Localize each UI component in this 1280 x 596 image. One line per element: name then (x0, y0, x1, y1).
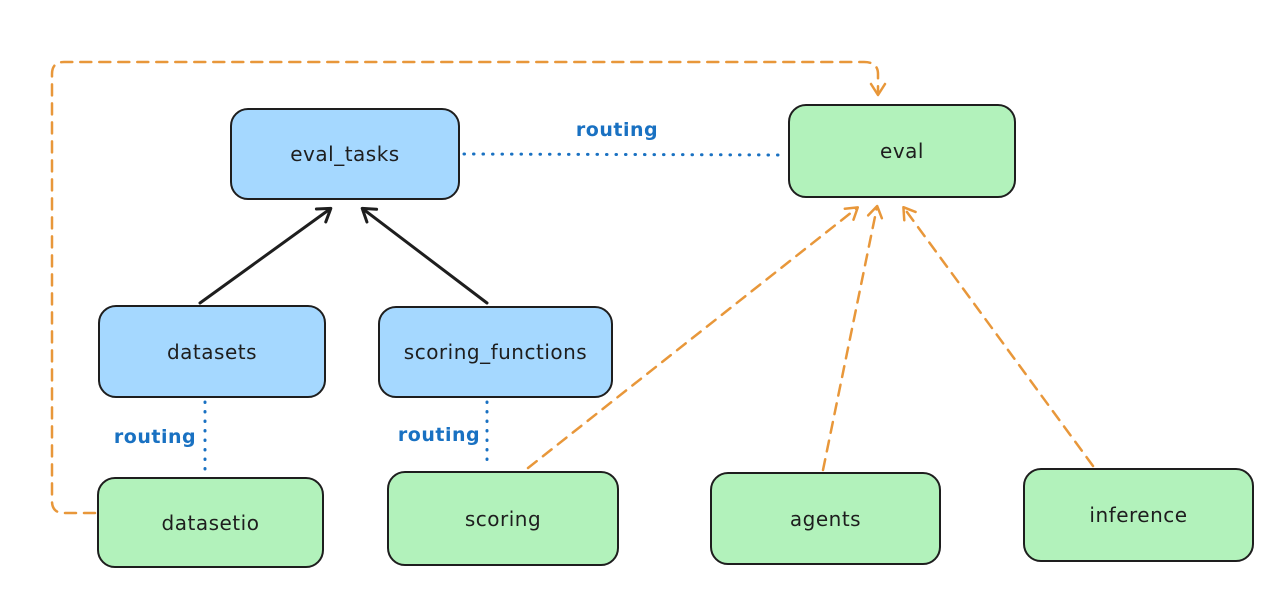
edge-eval-tasks-to-eval-routing (462, 152, 787, 157)
edge-inference-to-eval (902, 205, 1095, 468)
edge-agents-to-eval (821, 204, 884, 472)
node-inference: inference (1023, 468, 1254, 562)
node-eval: eval (788, 104, 1016, 198)
edge-label-routing-datasets-datasetio: routing (113, 426, 197, 448)
node-scoring-functions: scoring_functions (378, 306, 613, 398)
node-agents-label: agents (789, 506, 862, 531)
edge-label-routing-eval-tasks-eval: routing (575, 119, 659, 141)
node-agents: agents (710, 472, 941, 565)
edge-label-routing-scoring-functions-scoring: routing (397, 424, 481, 446)
node-scoring-functions-label: scoring_functions (403, 340, 588, 364)
edge-scoring-to-eval (526, 206, 860, 470)
node-eval-tasks-label: eval_tasks (290, 142, 400, 166)
node-eval-label: eval (880, 139, 924, 163)
node-scoring-label: scoring (464, 506, 542, 531)
node-datasets: datasets (98, 305, 326, 398)
node-eval-tasks: eval_tasks (230, 108, 460, 200)
node-datasets-label: datasets (166, 339, 258, 364)
edge-datasets-to-eval-tasks (198, 206, 333, 305)
edge-datasetio-to-eval (50, 60, 887, 515)
node-inference-label: inference (1089, 503, 1188, 527)
edge-scoring-functions-to-eval-tasks (360, 206, 489, 305)
node-datasetio: datasetio (97, 477, 324, 568)
node-datasetio-label: datasetio (161, 510, 260, 535)
node-scoring: scoring (387, 471, 619, 566)
